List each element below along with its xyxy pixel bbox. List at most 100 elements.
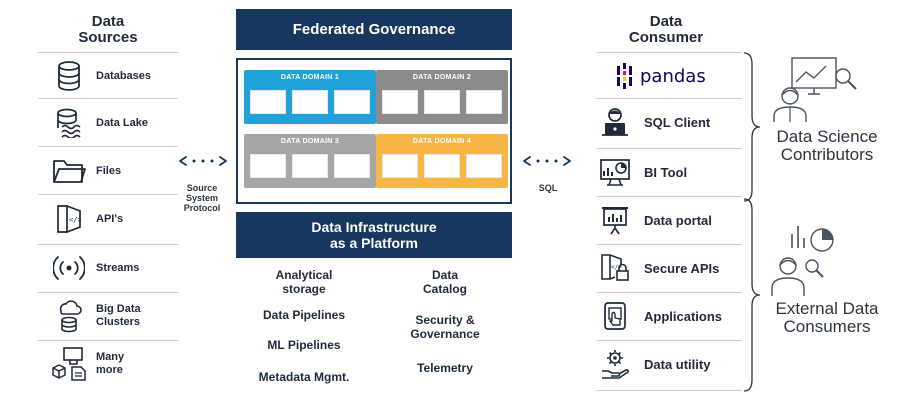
folder-icon bbox=[50, 155, 88, 187]
data-domain-2: DATA DOMAIN 2 bbox=[376, 70, 508, 124]
divider bbox=[596, 292, 742, 293]
chip bbox=[334, 154, 370, 178]
divider bbox=[38, 340, 178, 341]
consumer-label: Data utility bbox=[644, 356, 711, 372]
consumer-label: BI Tool bbox=[644, 164, 688, 180]
source-label: Files bbox=[96, 164, 122, 177]
secure-api-icon: </> bbox=[596, 252, 634, 284]
platform-item-ml-pipelines: ML Pipelines bbox=[267, 338, 341, 352]
divider bbox=[596, 98, 742, 99]
source-label: Streams bbox=[96, 261, 140, 274]
consumer-item-pandas: pandas bbox=[614, 60, 706, 92]
consumer-item-applications: Applications bbox=[596, 300, 722, 332]
data-domain-1: DATA DOMAIN 1 bbox=[244, 70, 376, 124]
chip bbox=[292, 90, 328, 114]
data-lake-icon bbox=[50, 107, 88, 139]
chip bbox=[334, 90, 370, 114]
data-scientist-icon bbox=[768, 52, 868, 122]
domain-title: DATA DOMAIN 4 bbox=[412, 138, 472, 145]
source-item-streams: Streams bbox=[50, 252, 139, 284]
api-icon: </> bbox=[50, 203, 88, 235]
external-data-consumers-label: External Data Consumers bbox=[775, 299, 879, 336]
divider bbox=[596, 196, 742, 197]
sql-client-icon bbox=[596, 106, 634, 138]
chip bbox=[382, 90, 418, 114]
external-consumer-icon bbox=[766, 220, 866, 296]
chip bbox=[466, 90, 502, 114]
chip bbox=[382, 154, 418, 178]
source-label: Many more bbox=[96, 351, 125, 376]
source-item-big-data-clusters: Big Data Clusters bbox=[50, 300, 141, 333]
source-label: Databases bbox=[96, 69, 152, 82]
source-label: Big Data Clusters bbox=[96, 303, 141, 328]
data-portal-icon bbox=[596, 204, 634, 236]
source-label: API's bbox=[96, 212, 124, 225]
divider bbox=[596, 52, 742, 53]
database-icon bbox=[50, 60, 88, 92]
data-science-contributors-label: Data Science Contributors bbox=[776, 127, 878, 164]
source-item-databases: Databases bbox=[50, 60, 151, 92]
platform-item-telemetry: Telemetry bbox=[417, 361, 473, 375]
chip bbox=[250, 154, 286, 178]
source-item-data-lake: Data Lake bbox=[50, 107, 148, 139]
source-item-many-more: Many more bbox=[50, 347, 125, 381]
pandas-logo-text: pandas bbox=[640, 65, 706, 87]
divider bbox=[38, 98, 178, 99]
chip bbox=[292, 154, 328, 178]
consumer-item-sql-client: SQL Client bbox=[596, 106, 710, 138]
consumer-item-data-utility: Data utility bbox=[596, 348, 710, 380]
source-item-files: Files bbox=[50, 155, 121, 187]
domain-title: DATA DOMAIN 3 bbox=[280, 138, 340, 145]
svg-text:</>: </> bbox=[611, 264, 622, 271]
data-infrastructure-banner: Data Infrastructure as a Platform bbox=[236, 212, 512, 258]
consumer-label: Data portal bbox=[644, 212, 712, 228]
external-consumers-brace bbox=[742, 198, 762, 392]
consumer-label: SQL Client bbox=[644, 114, 711, 130]
divider bbox=[38, 194, 178, 195]
consumer-item-bi-tool: BI Tool bbox=[596, 156, 687, 188]
chip bbox=[250, 90, 286, 114]
platform-item-analytical-storage: Analytical storage bbox=[275, 268, 333, 296]
platform-item-metadata-mgmt: Metadata Mgmt. bbox=[258, 370, 350, 384]
domain-title: DATA DOMAIN 1 bbox=[280, 74, 340, 81]
left-connector-arrow bbox=[178, 154, 228, 168]
consumer-item-data-portal: Data portal bbox=[596, 204, 712, 236]
divider bbox=[38, 52, 178, 53]
divider bbox=[596, 148, 742, 149]
platform-item-data-catalog: Data Catalog bbox=[422, 268, 467, 296]
consumer-item-secure-apis: </> Secure APIs bbox=[596, 252, 719, 284]
divider bbox=[38, 292, 178, 293]
divider bbox=[596, 244, 742, 245]
source-protocol-label: Source System Protocol bbox=[183, 183, 221, 213]
pandas-icon bbox=[614, 60, 636, 92]
federated-governance-banner: Federated Governance bbox=[236, 9, 512, 50]
consumer-label: Applications bbox=[644, 308, 723, 324]
applications-icon bbox=[596, 300, 634, 332]
consumer-label: Secure APIs bbox=[644, 260, 720, 276]
sql-connector-label: SQL bbox=[538, 183, 558, 193]
stream-icon bbox=[50, 252, 88, 284]
data-utility-icon bbox=[596, 348, 634, 380]
data-sources-title: Data Sources bbox=[78, 13, 138, 46]
platform-item-security-governance: Security & Governance bbox=[410, 313, 480, 341]
chip bbox=[424, 154, 460, 178]
cluster-icon bbox=[50, 300, 88, 333]
source-item-apis: </> API's bbox=[50, 203, 123, 235]
chip bbox=[466, 154, 502, 178]
divider bbox=[596, 340, 742, 341]
divider bbox=[38, 244, 178, 245]
chip bbox=[424, 90, 460, 114]
data-domain-4: DATA DOMAIN 4 bbox=[376, 134, 508, 188]
many-more-icon bbox=[50, 347, 88, 381]
domain-title: DATA DOMAIN 2 bbox=[412, 74, 472, 81]
data-science-brace bbox=[742, 52, 762, 202]
svg-text:</>: </> bbox=[69, 216, 82, 224]
platform-item-data-pipelines: Data Pipelines bbox=[262, 308, 346, 322]
divider bbox=[38, 146, 178, 147]
data-consumer-title: Data Consumer bbox=[628, 13, 704, 46]
bi-tool-icon bbox=[596, 156, 634, 188]
right-connector-arrow bbox=[522, 154, 572, 168]
data-domain-3: DATA DOMAIN 3 bbox=[244, 134, 376, 188]
source-label: Data Lake bbox=[96, 116, 148, 129]
divider bbox=[596, 390, 742, 391]
